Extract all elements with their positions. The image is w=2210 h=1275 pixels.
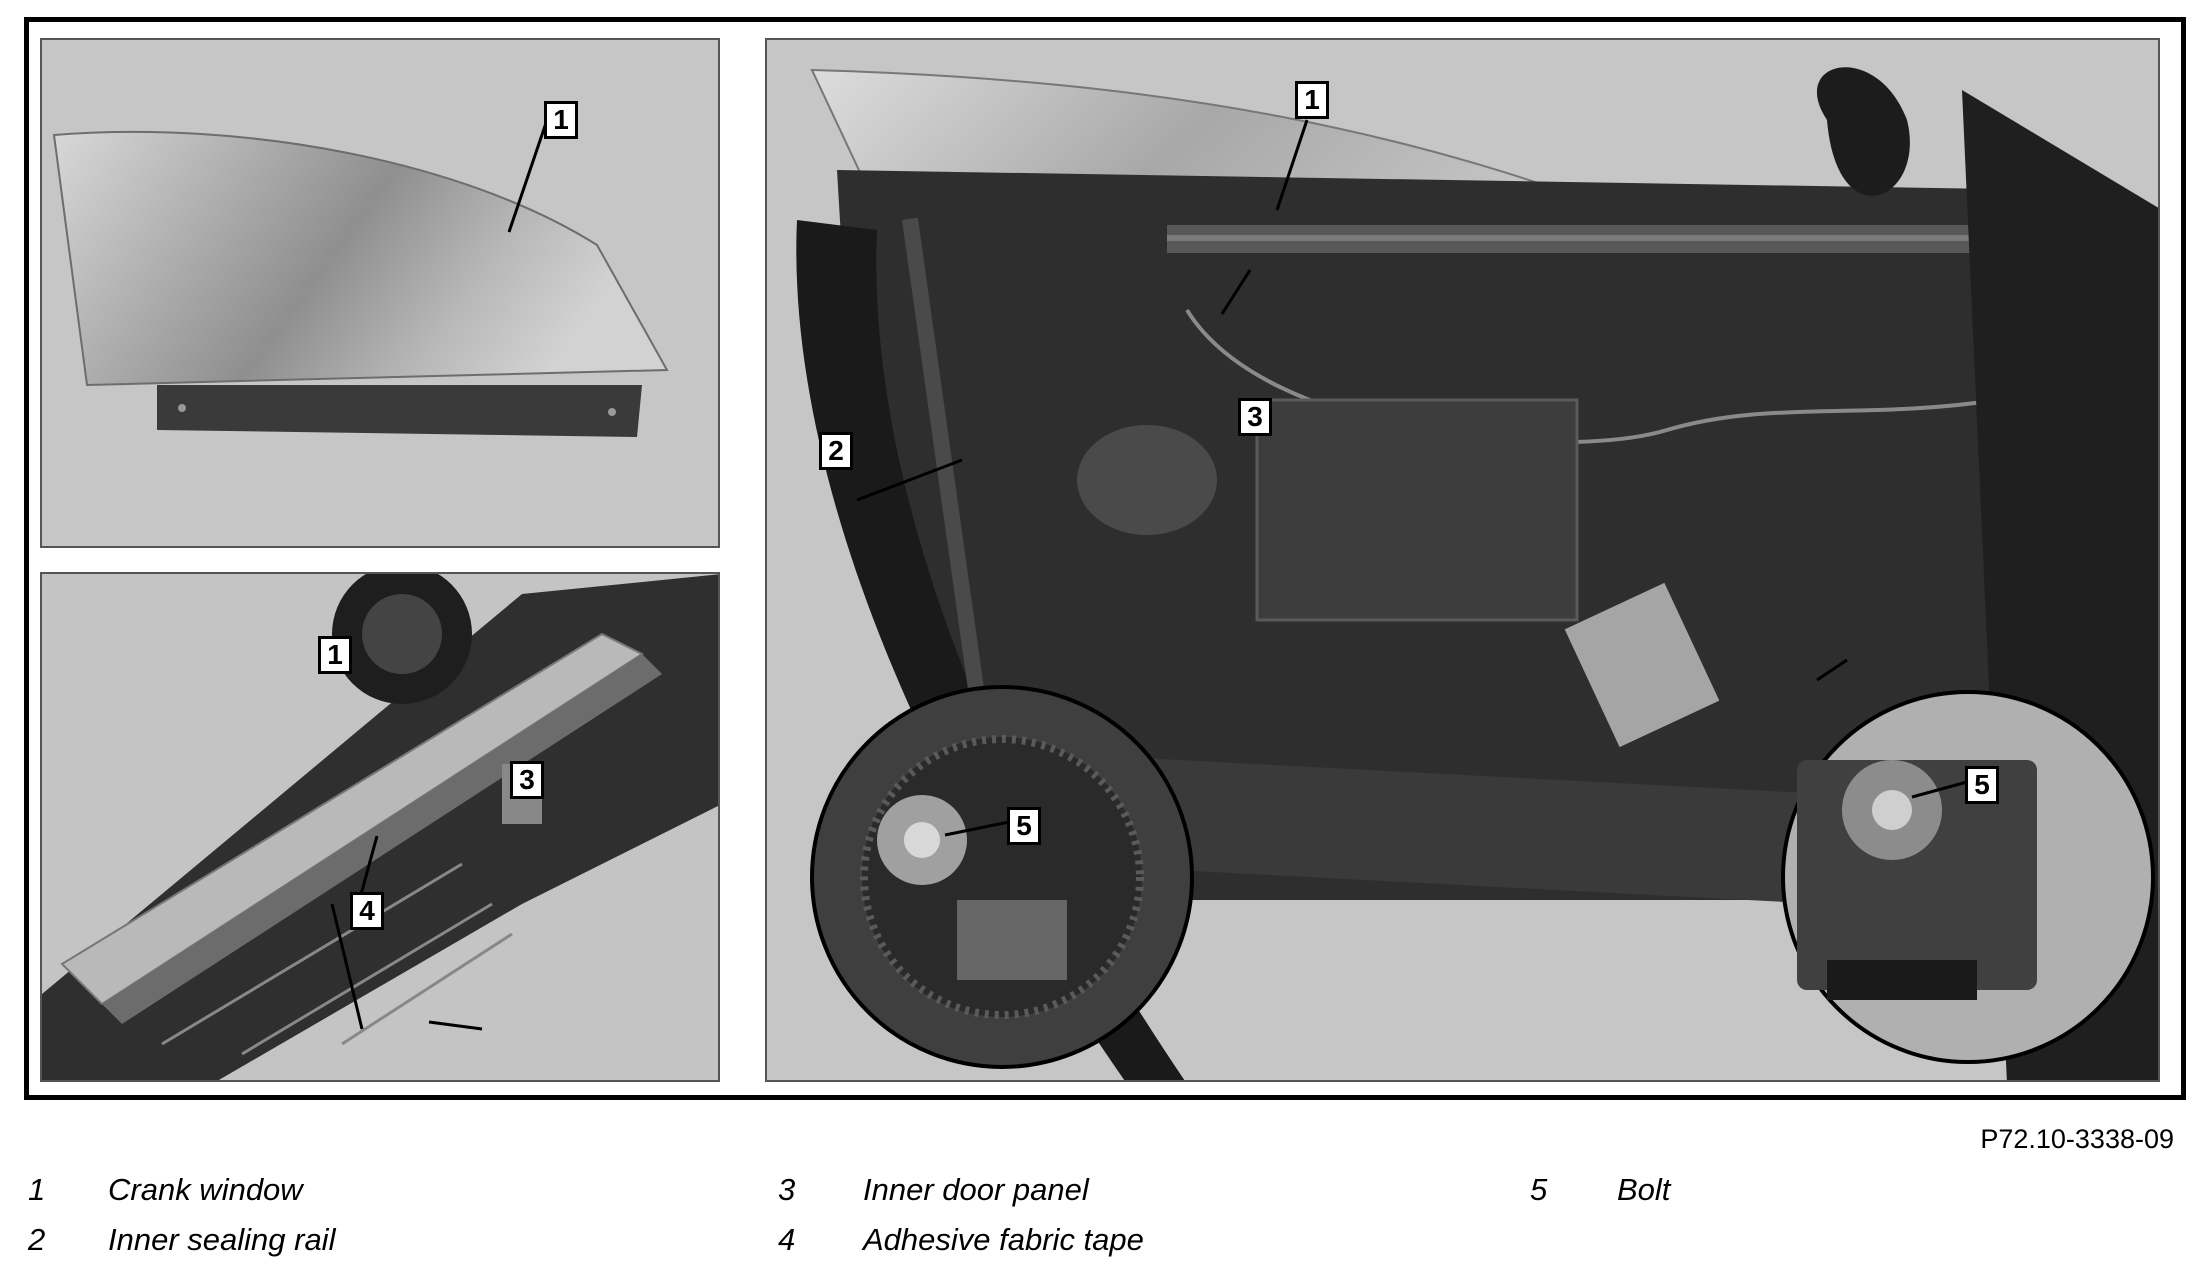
legend-number: 4 (778, 1222, 796, 1257)
callout-5: 5 (1007, 807, 1041, 845)
panel-sealing-rail: 1 3 4 (40, 572, 720, 1082)
door-assembly-illustration (796, 67, 2158, 1080)
callout-3: 3 (510, 761, 544, 799)
panel-door-assembly: 1 3 2 5 5 (765, 38, 2160, 1082)
panel-window-glass: 1 (40, 38, 720, 548)
figure-id: P72.10-3338-09 (1980, 1124, 2174, 1154)
callout-4: 4 (350, 892, 384, 930)
legend-number: 2 (28, 1222, 46, 1257)
callout-1: 1 (318, 636, 352, 674)
legend-number: 5 (1530, 1172, 1548, 1207)
callout-1: 1 (1295, 81, 1329, 119)
legend-label: Inner door panel (863, 1172, 1089, 1207)
legend-label: Crank window (108, 1172, 303, 1207)
sealing-rail-illustration (42, 574, 718, 1080)
callout-3: 3 (1238, 398, 1272, 436)
legend-label: Adhesive fabric tape (863, 1222, 1144, 1257)
window-glass-illustration (52, 119, 669, 437)
legend-number: 3 (778, 1172, 796, 1207)
legend-label: Inner sealing rail (108, 1222, 336, 1257)
callout-5: 5 (1965, 766, 1999, 804)
legend-number: 1 (28, 1172, 46, 1207)
callout-1: 1 (544, 101, 578, 139)
legend-label: Bolt (1617, 1172, 1671, 1207)
callout-2: 2 (819, 432, 853, 470)
